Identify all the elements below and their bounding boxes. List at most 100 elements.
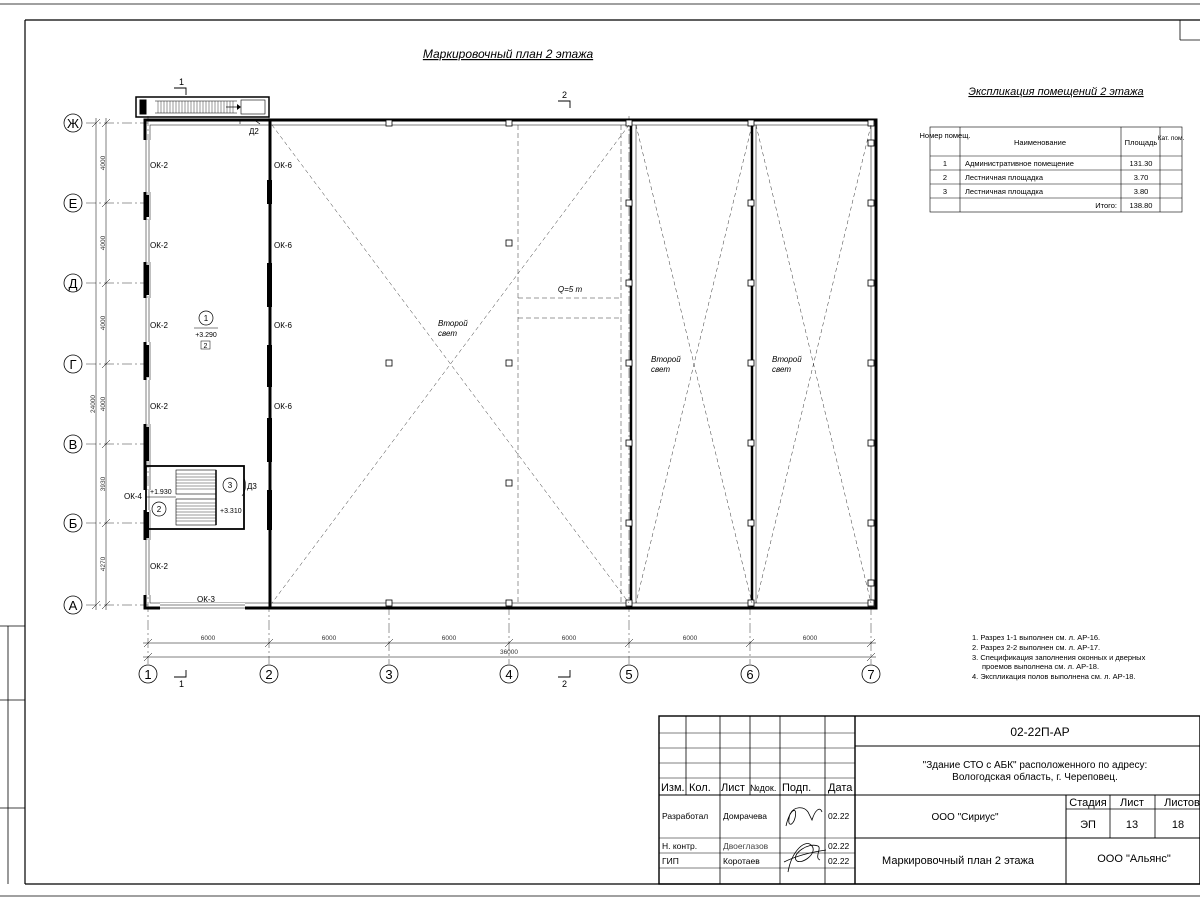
axis-row-label: Ж (67, 116, 79, 131)
window-mark: ОК-2 (150, 562, 169, 571)
person: Двоеглазов (723, 841, 769, 851)
door-d3-label: Д3 (247, 482, 257, 491)
second-light-word-1: Второй (772, 355, 802, 364)
svg-text:Стадия: Стадия (1069, 797, 1107, 809)
person: Домрачева (723, 811, 767, 821)
row-dim: 4000 (100, 315, 107, 330)
svg-text:Кол.: Кол. (689, 782, 711, 794)
axis-row-label: А (69, 598, 78, 613)
col-axis-markers: 1 2 3 4 5 6 7 (138, 664, 881, 684)
window-ok4-mark: ОК-4 (124, 492, 143, 501)
svg-text:Листов: Листов (1164, 797, 1200, 809)
row-name: Лестничная площадка (965, 187, 1044, 196)
window-mark: ОК-2 (150, 241, 169, 250)
row-num: 2 (943, 173, 947, 182)
section-1-bottom: 1 (179, 679, 184, 689)
plan-title: Маркировочный план 2 этажа (423, 47, 594, 61)
second-light-word-1: Второй (438, 319, 468, 328)
stair-3-number: 3 (228, 481, 233, 490)
stage-value: ЭП (1080, 819, 1096, 831)
sheet-number: 13 (1126, 819, 1138, 831)
window-mark: ОК-2 (150, 321, 169, 330)
row-dim: 4000 (100, 396, 107, 411)
row-dim: 4000 (100, 155, 107, 170)
section-2-bottom: 2 (562, 679, 567, 689)
room-1-number: 1 (204, 314, 209, 323)
col-dim: 6000 (442, 635, 457, 642)
note-line: проемов выполнена см. л. АР-18. (982, 662, 1099, 671)
row-dim: 4000 (100, 235, 107, 250)
col-dim: 6000 (322, 635, 337, 642)
axis-row-label: Д (69, 276, 78, 291)
row-area: 131.30 (1130, 159, 1153, 168)
axis-col-label: 2 (265, 667, 272, 682)
crane-track (517, 125, 622, 603)
explication-headers: Номер помещ. Наименование Площадь Кат. п… (920, 131, 1185, 147)
total-height-dim: 24000 (90, 395, 97, 413)
sheet-info-values: ЭП 13 18 (1080, 819, 1184, 831)
exterior-stair-steps (157, 101, 234, 113)
svg-text:№док.: №док. (750, 783, 776, 793)
stamp-roles: Разработал Домрачева 02.22 Н. контр. Дво… (662, 811, 850, 866)
document-code: 02-22П-АР (1010, 725, 1069, 739)
explication-title: Экспликация помещений 2 этажа (968, 86, 1143, 98)
row-axis-markers: Ж Е Д Г В Б А (63, 113, 83, 615)
stair-2-level: +1.930 (150, 489, 172, 496)
axis-row-zh: Ж (63, 113, 83, 133)
explication-rows: 1 Административное помещение 131.30 2 Ле… (943, 159, 1153, 210)
window-mark: ОК-6 (274, 241, 293, 250)
sheet-info-headers: Стадия Лист Листов (1069, 797, 1200, 809)
date: 02.22 (828, 856, 850, 866)
stair-2-marker: 2 +1.930 (150, 489, 172, 517)
header-name: Наименование (1014, 138, 1066, 147)
note-line: 3. Спецификация заполнения оконных и две… (972, 653, 1146, 662)
svg-text:Дата: Дата (828, 782, 853, 794)
axis-row-g: Г (63, 354, 83, 374)
axis-row-label: В (69, 437, 78, 452)
inner-stair-steps (176, 473, 216, 522)
drawing-name: Маркировочный план 2 этажа (882, 855, 1035, 867)
stair-3-level: +3.310 (220, 508, 242, 515)
window-mark: ОК-6 (274, 402, 293, 411)
note-line: 2. Разрез 2-2 выполнен см. л. АР-17. (972, 643, 1100, 652)
col-dimension-values: 6000 6000 6000 6000 6000 6000 36000 (201, 635, 818, 656)
crane-capacity: Q=5 т (558, 285, 583, 294)
axis-row-label: Е (69, 196, 78, 211)
object-line-1: "Здание СТО с АБК" расположенного по адр… (923, 760, 1148, 771)
header-area: Площадь (1125, 138, 1158, 147)
svg-text:Подп.: Подп. (782, 782, 811, 794)
axis-row-label: Б (69, 516, 78, 531)
window-lines (145, 140, 245, 609)
second-light-diagonals (271, 124, 872, 604)
room-1-marker: 1 +3.290 2 (194, 310, 218, 350)
row-dimension-values: 4000 4000 4000 4000 3930 4270 24000 (90, 155, 107, 571)
door-d3-opening (241, 477, 246, 497)
door-d2-label: Д2 (249, 127, 259, 136)
axis-col-label: 7 (867, 667, 874, 682)
general-notes: 1. Разрез 1-1 выполнен см. л. АР-16. 2. … (972, 633, 1146, 681)
section-marks (174, 87, 571, 678)
room-1-level: +3.290 (195, 332, 217, 339)
row-area: 3.70 (1134, 173, 1149, 182)
col-dim: 6000 (683, 635, 698, 642)
total-label: Итого: (1095, 201, 1117, 210)
exterior-stair (135, 96, 270, 118)
axis-row-b: Б (63, 513, 83, 533)
window-ok3-mark: ОК-3 (197, 595, 216, 604)
vertical-dimensions (91, 118, 111, 610)
company-1: ООО "Сириус" (931, 812, 999, 823)
window-marks-right: ОК-6 ОК-6 ОК-6 ОК-6 (274, 161, 293, 411)
row-dim: 3930 (100, 476, 107, 491)
stamp-column-headers: Изм. Кол. Лист №док. Подп. Дата (661, 782, 853, 794)
stair-3-marker: 3 +3.310 (220, 477, 242, 515)
role: Н. контр. (662, 841, 697, 851)
axis-row-label: Г (69, 357, 76, 372)
axis-row-e: Е (63, 193, 83, 213)
axis-col-label: 5 (625, 667, 632, 682)
svg-text:Лист: Лист (1120, 797, 1144, 809)
section-2-top: 2 (562, 90, 567, 100)
row-dim: 4270 (100, 556, 107, 571)
second-light-word-2: свет (651, 365, 670, 374)
col-dim: 6000 (803, 635, 818, 642)
